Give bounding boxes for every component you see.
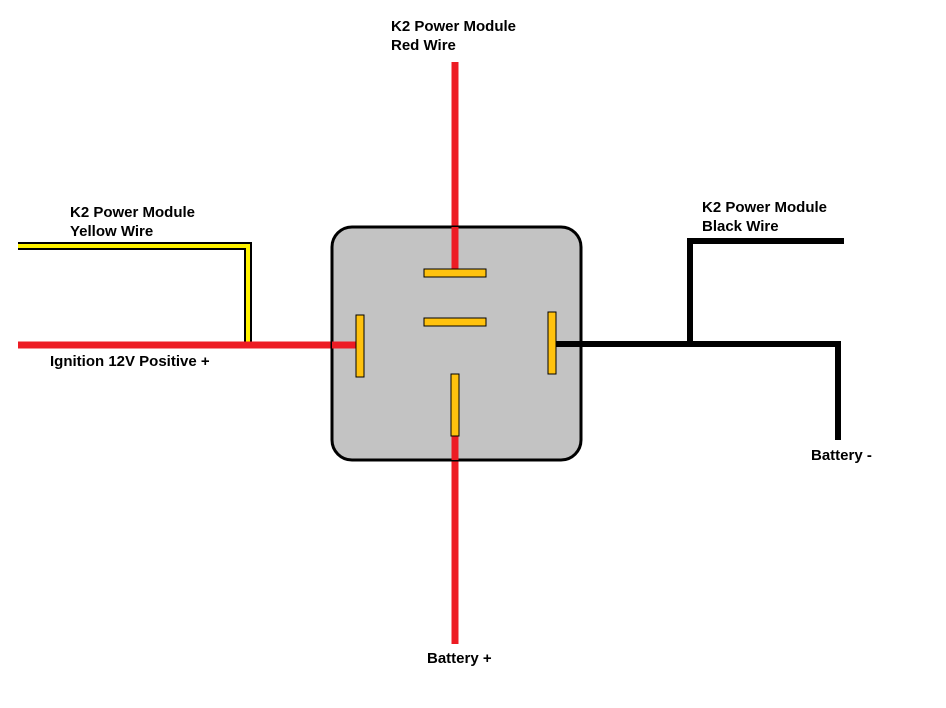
battery-positive-label: Battery + xyxy=(427,650,492,667)
red-wire-label-title: K2 Power Module xyxy=(391,18,517,35)
battery-negative-label: Battery - xyxy=(811,447,872,464)
black-wire-label-title: K2 Power Module xyxy=(702,199,828,216)
relay-pin-middle xyxy=(423,317,487,327)
yellow-wire xyxy=(18,244,250,345)
red-wire-label: K2 Power Module Red Wire xyxy=(391,17,516,55)
yellow-wire-outline xyxy=(18,242,252,345)
relay-pin-top xyxy=(423,268,487,278)
yellow-wire-label-sub: Yellow Wire xyxy=(70,223,154,240)
red-wire-label-sub: Red Wire xyxy=(391,37,456,54)
yellow-wire-label-title: K2 Power Module xyxy=(70,204,196,221)
black-wire-label: K2 Power Module Black Wire xyxy=(702,198,827,236)
relay-pin-bottom xyxy=(450,373,460,437)
black-wire-battery-negative xyxy=(553,341,841,440)
black-wire-label-sub: Black Wire xyxy=(702,218,779,235)
relay-pin-left xyxy=(355,314,365,378)
black-wire-k2 xyxy=(687,238,844,344)
yellow-wire-label: K2 Power Module Yellow Wire xyxy=(70,203,195,241)
ignition-label: Ignition 12V Positive + xyxy=(50,353,210,370)
relay-pin-right xyxy=(547,311,557,375)
